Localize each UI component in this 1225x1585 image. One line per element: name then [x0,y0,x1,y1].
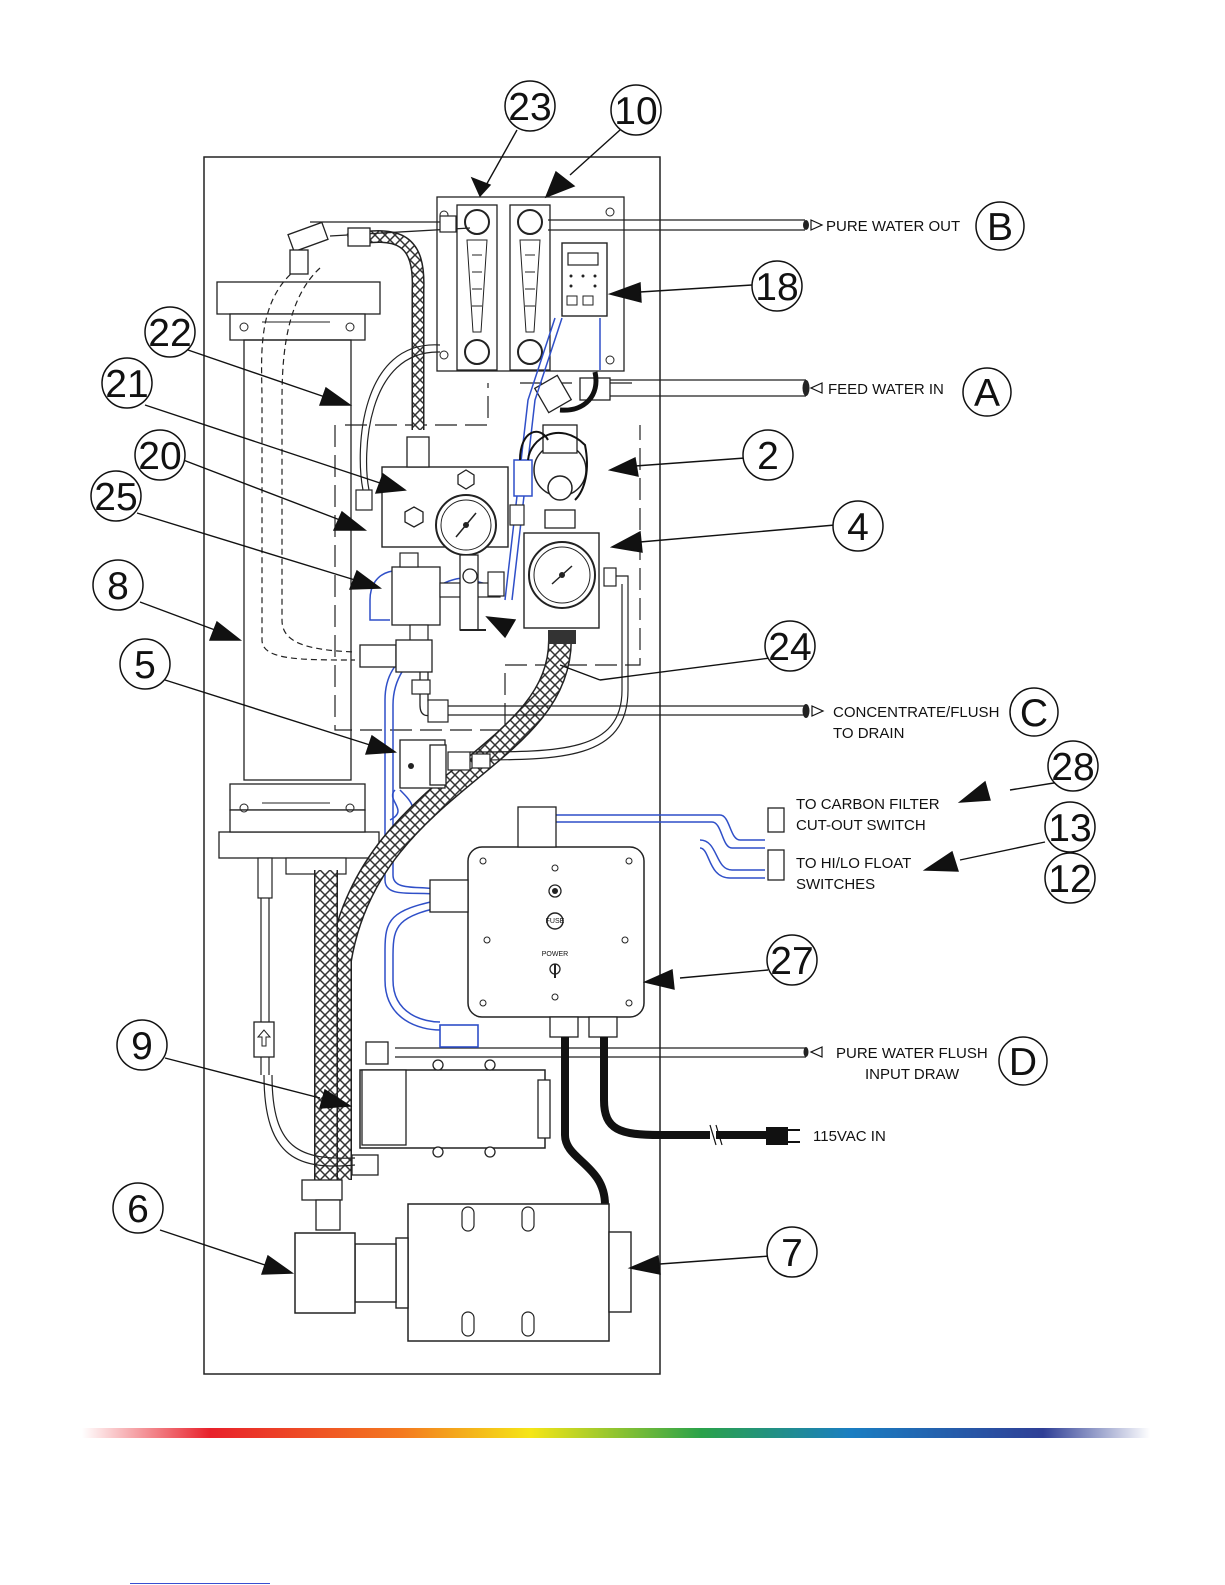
svg-text:4: 4 [847,506,869,549]
float-switch-label-1: TO HI/LO FLOAT [796,855,911,872]
flush-valve-assembly [392,553,504,645]
port-c-letter: C [1020,692,1048,735]
callout-27: 27 [767,935,817,985]
solenoid-valve [514,425,587,528]
check-valve [400,740,490,788]
svg-text:20: 20 [138,435,181,478]
callout-22: 22 [145,307,195,357]
flowmeter-panel [437,197,624,371]
port-a-letter: A [974,372,1000,415]
callout-18: 18 [752,261,802,311]
power-label: POWER [542,951,568,958]
color-gradient-bar [82,1425,1150,1435]
port-d-letter: D [1009,1041,1037,1084]
tee-fitting [360,640,810,722]
power-input-label: 115VAC IN [813,1128,886,1145]
callout-4: 4 [833,501,883,551]
svg-text:23: 23 [508,86,551,129]
callout-9: 9 [117,1020,167,1070]
svg-text:5: 5 [134,644,156,687]
port-b: PURE WATER OUT B [811,202,1024,250]
svg-text:28: 28 [1051,746,1094,789]
callout-20: 20 [135,430,185,480]
callout-2: 2 [743,430,793,480]
callout-8: 8 [93,560,143,610]
svg-text:13: 13 [1048,807,1091,850]
port-c: CONCENTRATE/FLUSH TO DRAIN C [812,688,1058,742]
svg-text:12: 12 [1048,858,1091,901]
callout-28: 28 [1048,741,1098,791]
svg-text:7: 7 [781,1232,803,1275]
footer-link-underline[interactable] [130,1583,270,1584]
port-d-label1: PURE WATER FLUSH [836,1045,988,1062]
port-a-label: FEED WATER IN [828,381,944,398]
svg-text:24: 24 [768,626,811,669]
port-b-letter: B [987,206,1013,249]
callout-24: 24 [765,621,815,671]
callout-25: 25 [91,471,141,521]
svg-text:8: 8 [107,565,129,608]
svg-text:9: 9 [131,1025,153,1068]
float-switch-label-2: SWITCHES [796,876,875,893]
svg-text:6: 6 [127,1188,149,1231]
port-c-label1: CONCENTRATE/FLUSH [833,704,999,721]
callout-6: 6 [113,1183,163,1233]
port-d: PURE WATER FLUSH INPUT DRAW D [811,1037,1047,1085]
callout-12: 12 [1045,853,1095,903]
callout-10: 10 [611,85,661,135]
svg-text:10: 10 [614,90,657,133]
port-a: FEED WATER IN A [811,368,1011,416]
carbon-filter-label-1: TO CARBON FILTER [796,796,940,813]
svg-text:18: 18 [755,266,798,309]
callout-7: 7 [767,1227,817,1277]
svg-text:27: 27 [770,940,813,983]
callout-23: 23 [505,81,555,131]
callout-5: 5 [120,639,170,689]
port-b-label: PURE WATER OUT [826,218,960,235]
manifold-block [356,345,524,555]
callout-13: 13 [1045,802,1095,852]
svg-text:22: 22 [148,312,191,355]
motor-pump-assembly [295,1204,631,1341]
port-d-label2: INPUT DRAW [865,1066,960,1083]
callout-21: 21 [102,358,152,408]
carbon-filter-label-2: CUT-OUT SWITCH [796,817,926,834]
control-box: FUSE POWER [430,807,644,1037]
svg-text:25: 25 [94,476,137,519]
svg-text:2: 2 [757,435,779,478]
fuse-label: FUSE [546,918,565,925]
port-c-label2: TO DRAIN [833,725,904,742]
svg-text:21: 21 [105,363,148,406]
